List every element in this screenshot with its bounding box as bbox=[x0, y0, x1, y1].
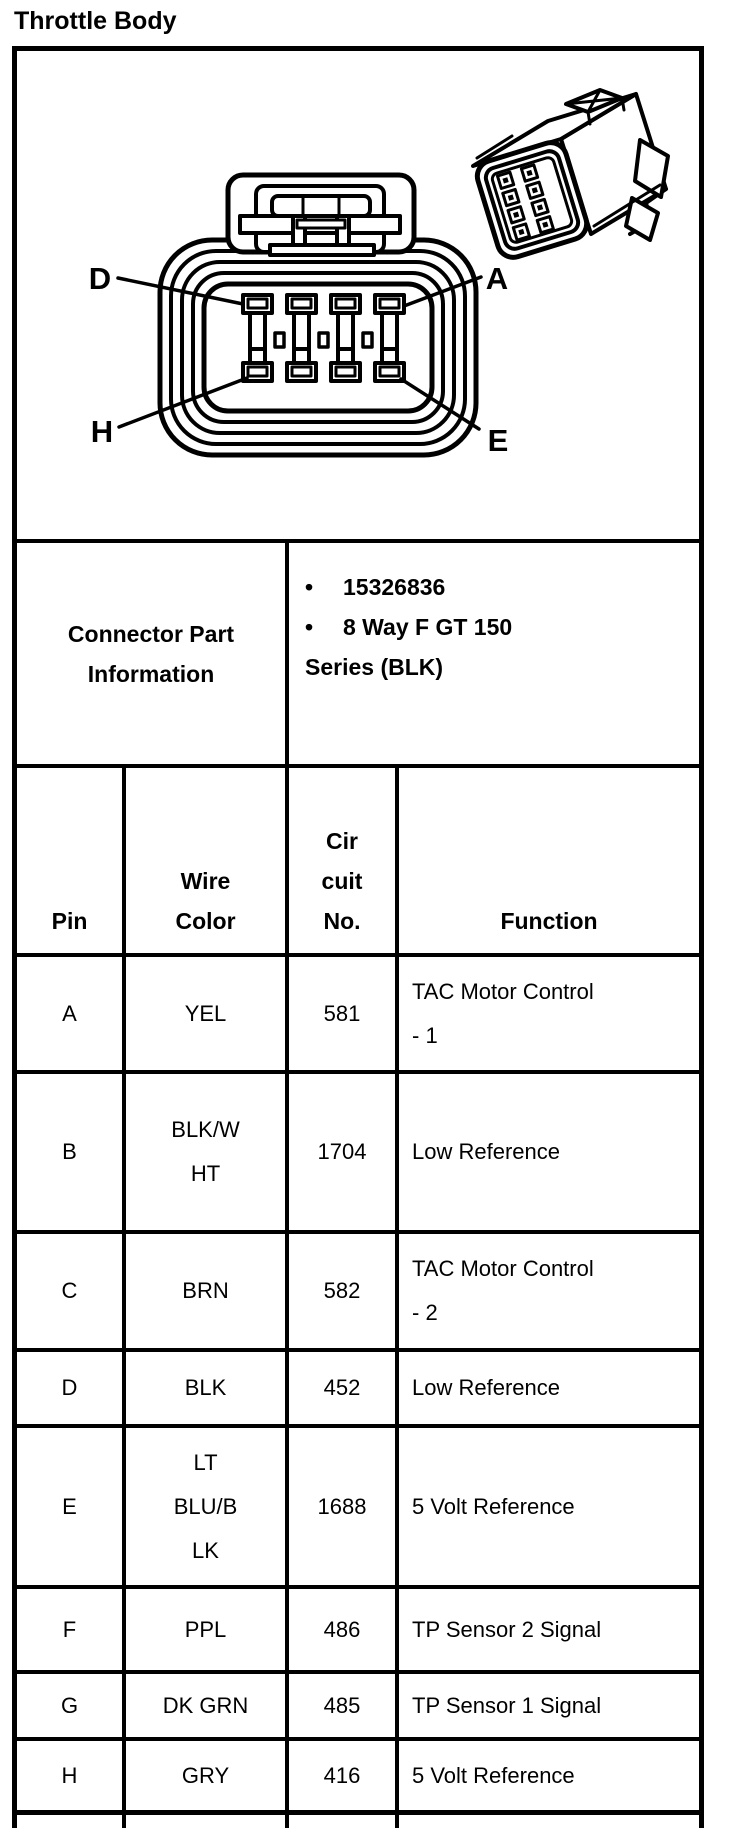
connector-part-info-row: Connector Part Information • 15326836 • … bbox=[17, 543, 699, 768]
connector-document-table: D A H E Connector Part Information • 153… bbox=[12, 46, 704, 1828]
connector-series: 8 Way F GT 150 bbox=[343, 614, 513, 640]
stub-cell bbox=[122, 1815, 285, 1828]
circuit-cell: 452 bbox=[285, 1352, 395, 1424]
pin-cell: C bbox=[61, 1278, 78, 1303]
circuit-cell: 1688 bbox=[285, 1428, 395, 1585]
wire-color-cell: BLK/W HT bbox=[122, 1074, 285, 1230]
bullet-icon: • bbox=[305, 574, 314, 600]
connector-front-view bbox=[116, 172, 483, 458]
pin-labels: D A H E bbox=[89, 261, 509, 458]
connector-latch bbox=[225, 172, 417, 257]
pin-row-b: B BLK/W HT 1704 Low Reference bbox=[17, 1074, 699, 1234]
part-number: 15326836 bbox=[343, 574, 446, 600]
pin-table-header-row: Pin Wire Color Cir cuit No. Function bbox=[17, 768, 699, 957]
function-cell: TP Sensor 1 Signal bbox=[395, 1674, 699, 1737]
wire-color-cell: LT BLU/B LK bbox=[122, 1428, 285, 1585]
pin-cell: E bbox=[62, 1493, 77, 1519]
connector-series-continuation: Series (BLK) bbox=[305, 654, 444, 680]
circuit-cell: 486 bbox=[285, 1589, 395, 1670]
pin-label-a: A bbox=[486, 261, 508, 296]
header-circuit-no: Cir cuit No. bbox=[285, 768, 395, 953]
pin-cell: A bbox=[62, 1000, 77, 1026]
circuit-cell: 416 bbox=[285, 1741, 395, 1810]
connector-part-info-heading: Connector Part Information bbox=[67, 620, 235, 687]
pin-cell: F bbox=[62, 1616, 77, 1642]
circuit-cell: 581 bbox=[285, 957, 395, 1070]
wire-color-cell: DK GRN bbox=[122, 1674, 285, 1737]
wire-color-cell: BLK bbox=[122, 1352, 285, 1424]
pin-leader-lines bbox=[116, 275, 483, 431]
function-cell: 5 Volt Reference bbox=[395, 1428, 699, 1585]
pin-cell: B bbox=[62, 1139, 77, 1164]
function-cell: TP Sensor 2 Signal bbox=[395, 1589, 699, 1670]
circuit-cell: 485 bbox=[285, 1674, 395, 1737]
pin-row-c: C BRN 582 TAC Motor Control - 2 bbox=[17, 1234, 699, 1352]
stub-cell bbox=[17, 1815, 122, 1828]
pin-row-d: D BLK 452 Low Reference bbox=[17, 1352, 699, 1428]
pin-label-e: E bbox=[488, 423, 509, 458]
function-cell: TAC Motor Control - 2 bbox=[395, 1234, 699, 1348]
header-function: Function bbox=[395, 768, 699, 953]
pin-row-a: A YEL 581 TAC Motor Control - 1 bbox=[17, 957, 699, 1074]
part-number-item: • 15326836 bbox=[305, 567, 689, 607]
bullet-icon: • bbox=[305, 614, 314, 640]
pin-cell: D bbox=[61, 1375, 78, 1400]
connector-part-info-values: • 15326836 • 8 Way F GT 150 Series (BLK) bbox=[285, 543, 699, 764]
wire-color-cell: BRN bbox=[122, 1234, 285, 1348]
pin-label-d: D bbox=[89, 261, 111, 296]
page-title: Throttle Body bbox=[14, 7, 177, 35]
wire-color-cell: YEL bbox=[122, 957, 285, 1070]
pin-row-h: H GRY 416 5 Volt Reference bbox=[17, 1741, 699, 1815]
connector-diagram-cell: D A H E bbox=[17, 51, 699, 543]
pin-row-f: F PPL 486 TP Sensor 2 Signal bbox=[17, 1589, 699, 1674]
circuit-cell: 1704 bbox=[285, 1074, 395, 1230]
circuit-cell: 582 bbox=[285, 1234, 395, 1348]
function-cell: Low Reference bbox=[395, 1074, 699, 1230]
connector-series-item: • 8 Way F GT 150 bbox=[305, 607, 689, 647]
connector-perspective-face bbox=[474, 140, 590, 260]
stub-cell bbox=[395, 1815, 699, 1828]
function-cell: Low Reference bbox=[395, 1352, 699, 1424]
connector-diagram: D A H E bbox=[89, 88, 670, 458]
header-pin: Pin bbox=[51, 908, 88, 934]
function-cell: 5 Volt Reference bbox=[395, 1741, 699, 1810]
connector-terminals bbox=[241, 293, 406, 383]
pin-cell: H bbox=[61, 1762, 78, 1788]
pin-cell: G bbox=[60, 1692, 79, 1718]
pin-label-h: H bbox=[91, 414, 113, 449]
wire-color-cell: PPL bbox=[122, 1589, 285, 1670]
function-cell: TAC Motor Control - 1 bbox=[395, 957, 699, 1070]
header-wire-color: Wire Color bbox=[122, 768, 285, 953]
wire-color-cell: GRY bbox=[122, 1741, 285, 1810]
pin-row-g: G DK GRN 485 TP Sensor 1 Signal bbox=[17, 1674, 699, 1741]
stub-cell bbox=[285, 1815, 395, 1828]
pin-row-e: E LT BLU/B LK 1688 5 Volt Reference bbox=[17, 1428, 699, 1589]
pin-table-cutoff-stub bbox=[17, 1815, 699, 1828]
